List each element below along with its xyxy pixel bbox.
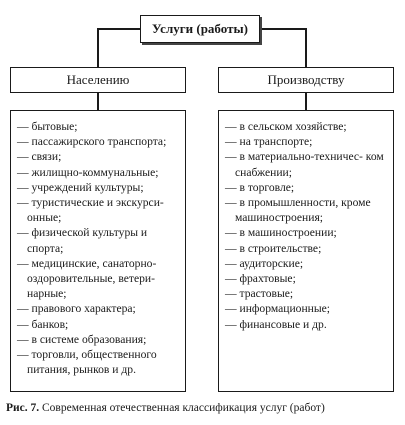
figure-caption-text: Современная отечественная классификация … <box>39 402 325 414</box>
production-service-item: — информационные; <box>225 302 331 316</box>
population-service-item: — жилищно-коммунальные; <box>17 165 159 179</box>
diagram-title: Услуги (работы) <box>152 21 248 36</box>
category-population-box: Населению <box>10 67 186 93</box>
production-services-list: — в сельском хозяйстве;— на транспорте;—… <box>218 110 394 392</box>
category-production-box: Производству <box>218 67 394 93</box>
production-service-item: — аудиторские; <box>225 256 304 270</box>
population-service-item: — пассажирского транспорта; <box>17 135 167 149</box>
connector-title-right <box>260 28 306 30</box>
production-service-item: — в сельском хозяйстве; <box>225 120 347 133</box>
connector-title-left <box>98 28 140 30</box>
figure-caption: Рис. 7. Современная отечественная класси… <box>6 402 405 414</box>
diagram-title-box: Услуги (работы) <box>140 15 260 43</box>
category-production-label: Производству <box>267 72 345 87</box>
figure-caption-label: Рис. 7. <box>6 402 40 414</box>
population-services-list: — бытовые; — пассажирского транспорта;— с… <box>10 110 186 392</box>
production-service-item: — трастовые; <box>225 287 294 301</box>
population-service-item: — правового характера; <box>17 302 136 316</box>
production-service-item: — финансовые и др. <box>225 317 327 331</box>
production-list: — в сельском хозяйстве;— на транспорте;—… <box>225 119 389 332</box>
connector-left-down <box>97 28 99 67</box>
production-service-item: — фрахтовые; <box>225 272 296 286</box>
production-service-item: — в торговле; <box>225 180 295 194</box>
population-service-item: — банков; <box>17 317 69 331</box>
category-population-label: Населению <box>66 72 130 87</box>
population-list: — бытовые; — пассажирского транспорта;— с… <box>17 119 181 377</box>
production-service-item: — в машиностроении; <box>225 226 337 240</box>
population-service-item: — бытовые; <box>17 120 78 133</box>
connector-right-down <box>305 28 307 67</box>
connector-right-list <box>305 93 307 110</box>
population-service-item: — медицинские, санаторно- оздоровительны… <box>17 256 157 301</box>
population-service-item: — связи; <box>17 150 62 164</box>
population-service-item: — в системе образования; <box>17 332 147 346</box>
population-service-item: — торговли, общественного питания, рынко… <box>17 348 157 377</box>
connector-left-list <box>97 93 99 110</box>
production-service-item: — в материально-техничес- ком снабжении; <box>225 150 384 179</box>
population-service-item: — учреждений культуры; <box>17 180 144 194</box>
production-service-item: — на транспорте; <box>225 135 313 149</box>
production-service-item: — в промышленности, кроме машиностроения… <box>225 196 371 225</box>
population-service-item: — туристические и экскурси- онные; <box>17 196 164 225</box>
production-service-item: — в строительстве; <box>225 241 322 255</box>
population-service-item: — физической культуры и спорта; <box>17 226 148 255</box>
